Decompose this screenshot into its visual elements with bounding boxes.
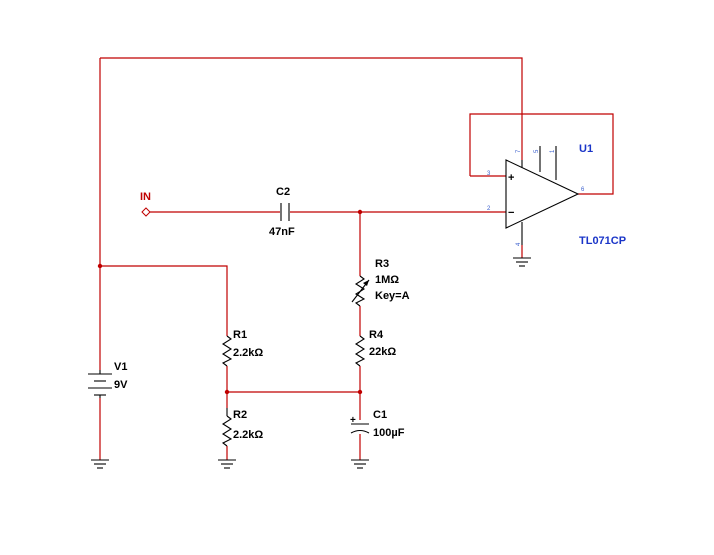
- input-port[interactable]: IN: [140, 191, 151, 217]
- r3-value: 1MΩ: [375, 274, 399, 286]
- ground-c1: [351, 459, 369, 469]
- r3-wiper-arrowhead: [363, 280, 369, 286]
- capacitor-c2[interactable]: C2 47nF: [269, 186, 295, 238]
- c2-ref: C2: [276, 186, 290, 198]
- wire-feedback-loop[interactable]: [469, 113, 614, 195]
- r4-zigzag: [354, 335, 366, 367]
- u1-ref: U1: [579, 143, 593, 155]
- u1-plus-sign: +: [508, 172, 514, 184]
- input-label: IN: [140, 191, 151, 203]
- u1-pin7-number: 7: [516, 149, 522, 153]
- resistor-r2[interactable]: R2 2.2kΩ: [221, 408, 263, 447]
- junction-bias-r1: [224, 389, 230, 395]
- u1-pin6-number: 6: [581, 187, 585, 193]
- junction-bias-r4: [357, 389, 363, 395]
- r4-ref: R4: [369, 329, 384, 341]
- u1-pin2-number: 2: [487, 206, 491, 212]
- u1-pin5-number: 5: [534, 149, 540, 153]
- u1-part: TL071CP: [579, 235, 626, 247]
- r1-ref: R1: [233, 329, 247, 341]
- u1-body-triangle: [505, 159, 580, 229]
- resistor-r1[interactable]: R1 2.2kΩ: [221, 329, 263, 367]
- ground-r2: [218, 459, 236, 469]
- u1-pin1-number: 1: [550, 149, 556, 153]
- input-port-diamond[interactable]: [141, 207, 151, 217]
- r2-value: 2.2kΩ: [233, 429, 263, 441]
- battery-v1[interactable]: V1 9V: [88, 361, 128, 398]
- ground-opamp: [513, 257, 531, 267]
- u1-pin4-number: 4: [516, 242, 522, 246]
- r3-key: Key=A: [375, 290, 410, 302]
- c1-polarity: +: [350, 415, 356, 426]
- junction-c2-r3: [357, 209, 363, 215]
- r1-value: 2.2kΩ: [233, 347, 263, 359]
- r3-ref: R3: [375, 258, 389, 270]
- ground-v1: [91, 459, 109, 469]
- r2-ref: R2: [233, 409, 247, 421]
- r1-zigzag: [221, 335, 233, 367]
- wire-supply-rail[interactable]: [100, 57, 523, 160]
- r4-value: 22kΩ: [369, 346, 396, 358]
- u1-pin3-number: 3: [487, 171, 491, 177]
- wire-rail-to-r1[interactable]: [100, 265, 228, 336]
- junction-rail: [97, 263, 103, 269]
- resistor-r4[interactable]: R4 22kΩ: [354, 329, 396, 367]
- c1-plate-bottom: [350, 429, 370, 434]
- u1-minus-sign: −: [508, 207, 514, 219]
- c2-value: 47nF: [269, 226, 295, 238]
- junctions: [97, 209, 363, 395]
- v1-ref: V1: [114, 361, 127, 373]
- potentiometer-r3[interactable]: R3 1MΩ Key=A: [351, 258, 410, 307]
- c1-value: 100µF: [373, 427, 405, 439]
- capacitor-c1[interactable]: + C1 100µF: [350, 409, 405, 439]
- c1-ref: C1: [373, 409, 387, 421]
- r2-zigzag: [221, 415, 233, 447]
- opamp-u1[interactable]: + − 3 2 6 7 5 1 4 U1 TL071CP: [487, 143, 626, 247]
- wires: [99, 57, 614, 460]
- v1-value: 9V: [114, 379, 128, 391]
